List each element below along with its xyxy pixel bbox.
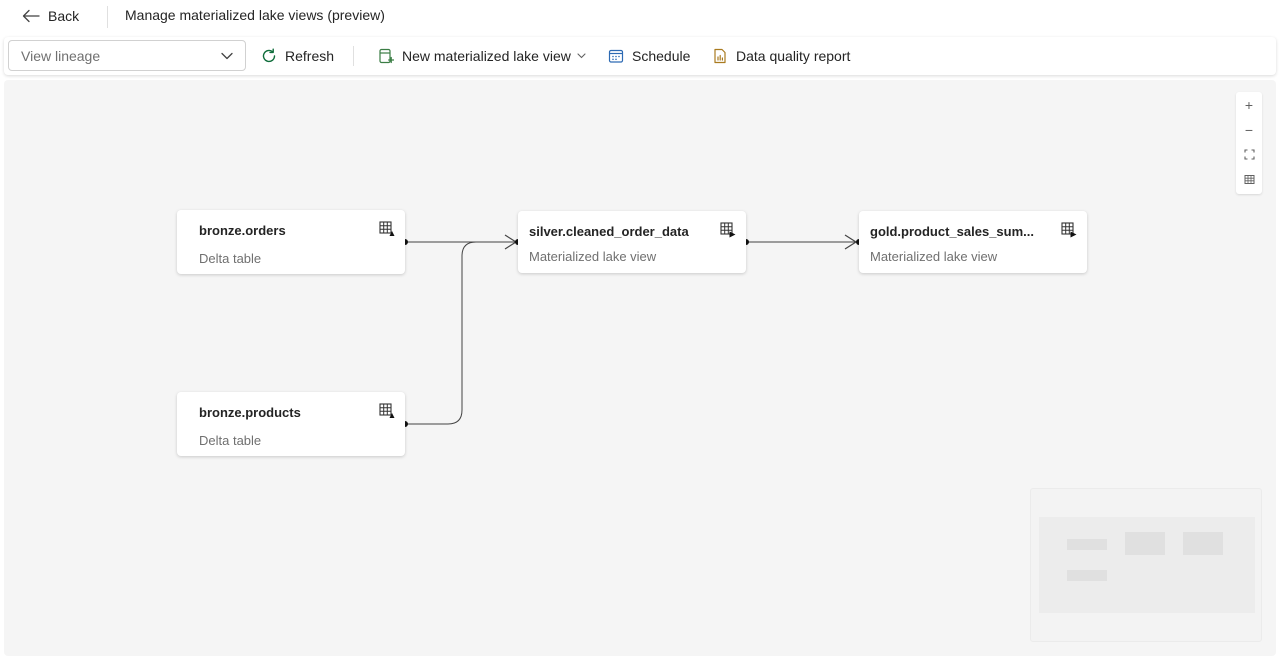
data-quality-report-label: Data quality report [736, 48, 851, 64]
node-type: Delta table [199, 251, 262, 266]
minimap-icon [1244, 175, 1254, 184]
node-title: bronze.products [199, 405, 301, 420]
data-quality-report-button[interactable]: Data quality report [712, 46, 850, 66]
node-title: bronze.orders [199, 223, 286, 238]
table-delta-icon [379, 403, 395, 418]
chevron-down-icon [221, 52, 233, 59]
toolbar: View lineage Refresh New materialized la… [4, 37, 1276, 75]
chevron-down-icon [577, 53, 586, 59]
lineage-node-gold-product-sales[interactable]: gold.product_sales_sum... Materialized l… [859, 211, 1087, 273]
minimap[interactable] [1030, 488, 1262, 642]
top-bar: Back Manage materialized lake views (pre… [0, 0, 1280, 32]
refresh-label: Refresh [285, 48, 335, 64]
lineage-node-silver-cleaned-order-data[interactable]: silver.cleaned_order_data Materialized l… [518, 211, 746, 273]
view-select-value: View lineage [21, 47, 101, 64]
new-view-icon [379, 48, 394, 64]
new-mlv-label: New materialized lake view [402, 48, 571, 64]
node-title: silver.cleaned_order_data [529, 224, 689, 239]
lineage-node-bronze-products[interactable]: bronze.products Delta table [177, 392, 405, 456]
zoom-in-button[interactable]: + [1244, 96, 1254, 113]
node-type: Materialized lake view [529, 249, 657, 264]
back-button[interactable]: Back [22, 5, 79, 27]
node-type: Delta table [199, 433, 262, 448]
node-title: gold.product_sales_sum... [870, 224, 1034, 239]
zoom-controls: + − [1236, 92, 1262, 194]
new-materialized-lake-view-button[interactable]: New materialized lake view [378, 46, 586, 66]
edge-products-to-silver [405, 241, 516, 425]
table-view-icon [720, 222, 736, 238]
toolbar-divider [353, 46, 354, 66]
minimap-node [1183, 532, 1223, 555]
schedule-button[interactable]: Schedule [608, 46, 690, 66]
back-label: Back [48, 8, 80, 24]
zoom-out-button[interactable]: − [1244, 121, 1254, 138]
lineage-canvas[interactable]: bronze.orders Delta table bronze.product… [4, 80, 1276, 656]
view-lineage-dropdown[interactable]: View lineage [8, 40, 246, 71]
minimap-node [1125, 532, 1165, 555]
schedule-label: Schedule [632, 48, 691, 64]
table-view-icon [1061, 222, 1077, 238]
report-icon [714, 48, 726, 64]
minimap-node [1067, 570, 1107, 581]
fit-view-icon [1243, 149, 1255, 160]
page-title: Manage materialized lake views (preview) [125, 7, 385, 23]
minimap-toggle-button[interactable] [1236, 167, 1262, 192]
refresh-button[interactable]: Refresh [261, 46, 334, 66]
node-type: Materialized lake view [870, 249, 998, 264]
table-delta-icon [379, 221, 395, 236]
fit-view-button[interactable] [1236, 142, 1262, 167]
header-divider [107, 6, 108, 28]
lineage-node-bronze-orders[interactable]: bronze.orders Delta table [177, 210, 405, 274]
minimap-node [1067, 539, 1107, 550]
refresh-icon [262, 48, 276, 63]
arrow-left-icon [22, 9, 40, 23]
calendar-icon [608, 49, 624, 63]
